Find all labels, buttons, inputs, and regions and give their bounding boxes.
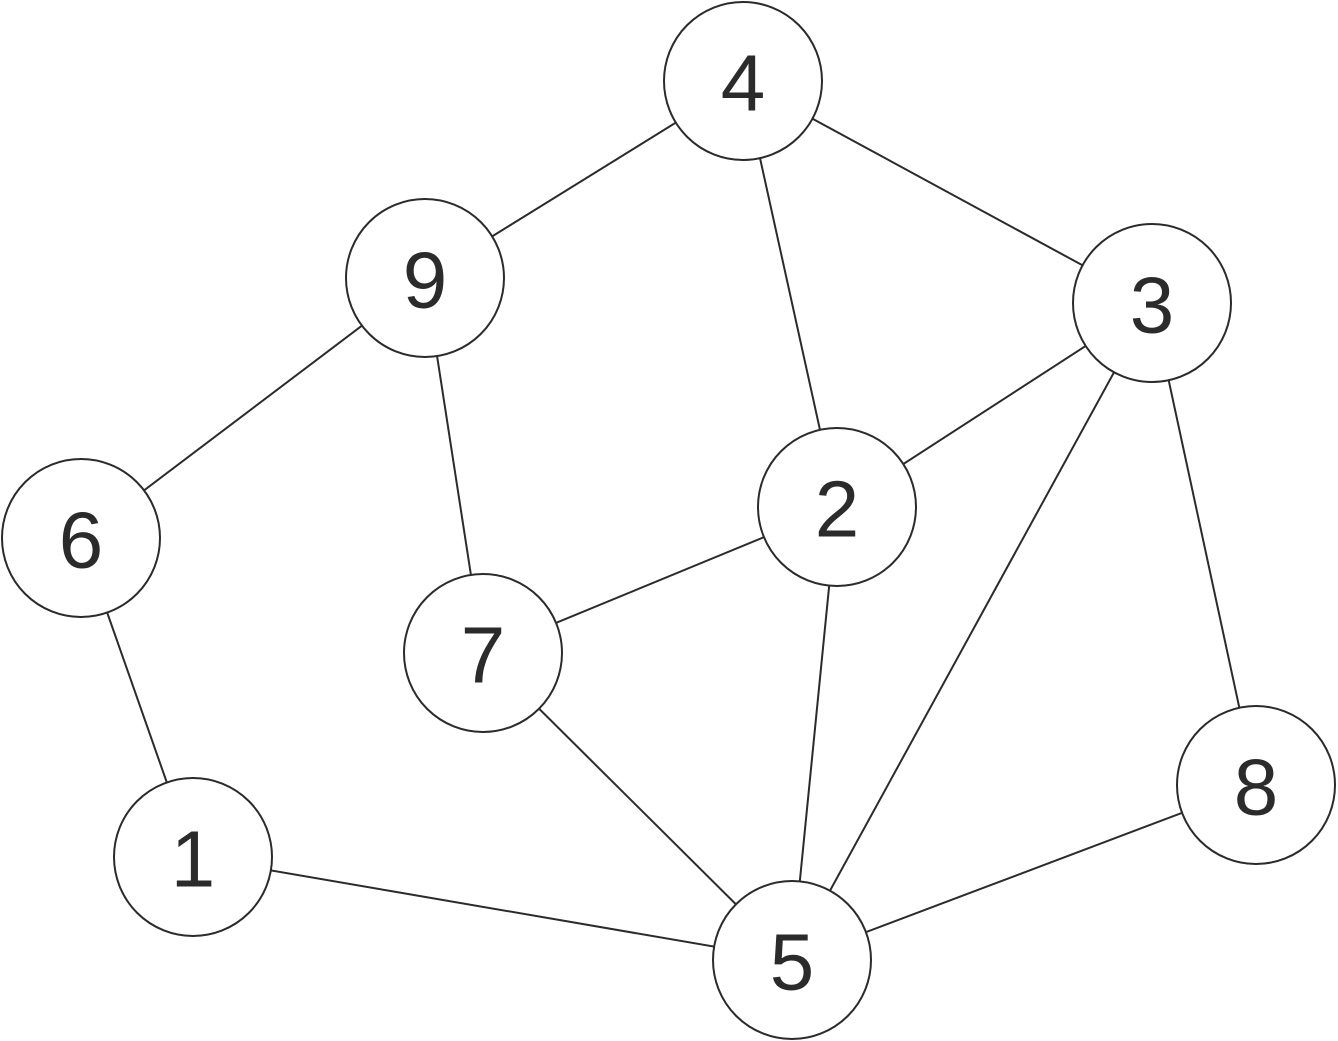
node-circle	[712, 880, 872, 1040]
node-2: 2	[757, 427, 917, 587]
edge-1-5	[192, 856, 793, 961]
node-label: 5	[770, 918, 815, 1007]
node-label: 3	[1130, 261, 1175, 350]
node-8: 8	[1176, 705, 1336, 865]
node-circle	[403, 573, 563, 733]
node-label: 4	[721, 39, 766, 128]
node-circle	[663, 1, 823, 161]
node-5: 5	[712, 880, 872, 1040]
node-label: 9	[403, 236, 448, 325]
node-3: 3	[1072, 223, 1232, 383]
edge-8-5	[791, 784, 1257, 961]
node-label: 6	[59, 496, 104, 585]
node-label: 7	[461, 611, 506, 700]
node-label: 8	[1234, 743, 1279, 832]
node-1: 1	[113, 777, 273, 937]
node-circle	[1176, 705, 1336, 865]
node-label: 1	[171, 815, 216, 904]
edge-3-8	[1151, 302, 1257, 786]
node-circle	[345, 198, 505, 358]
node-4: 4	[663, 1, 823, 161]
node-circle	[1, 458, 161, 618]
node-circle	[1072, 223, 1232, 383]
node-label: 2	[815, 465, 860, 554]
node-6: 6	[1, 458, 161, 618]
node-7: 7	[403, 573, 563, 733]
node-9: 9	[345, 198, 505, 358]
node-circle	[113, 777, 273, 937]
edge-3-5	[791, 302, 1153, 961]
node-circle	[757, 427, 917, 587]
